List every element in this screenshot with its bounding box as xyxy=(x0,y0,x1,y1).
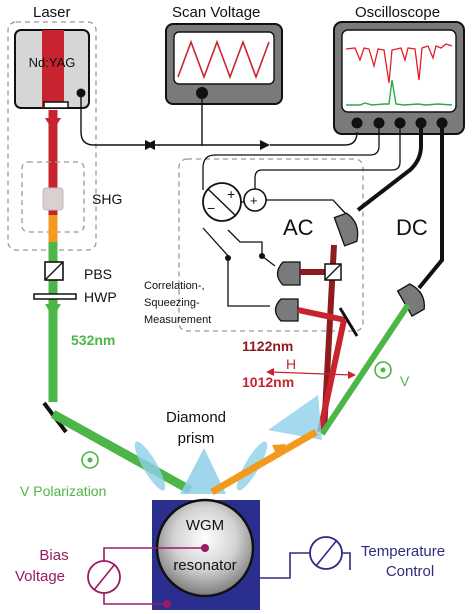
temperature-cable-2 xyxy=(342,552,351,570)
ac-switch-lines xyxy=(202,227,276,307)
diamond-prism xyxy=(180,448,226,494)
ac-cable-to-detector xyxy=(266,199,347,215)
switch-contact-1 xyxy=(225,255,231,261)
beam-arrow-532 xyxy=(45,304,61,318)
bias-cable-bottom xyxy=(103,593,165,605)
h-pol-label: H xyxy=(286,356,296,372)
lens-left xyxy=(134,441,166,491)
bias-label-2: Voltage xyxy=(15,568,65,585)
osc-port-5 xyxy=(436,117,448,129)
detector-ac-mid xyxy=(276,261,301,286)
bias-cable-top xyxy=(103,547,205,561)
beam-orange-arrow xyxy=(272,444,286,458)
osc-port-1 xyxy=(351,117,363,129)
temperature-arrow xyxy=(315,539,338,567)
scan-cable xyxy=(201,99,260,146)
pbs-label: PBS xyxy=(84,266,112,282)
h-pol-arrow-left xyxy=(266,368,274,376)
switch-contact-2 xyxy=(259,253,265,259)
scan-voltage-screen xyxy=(173,31,275,85)
beam-idler-to-low xyxy=(297,307,346,323)
v-pol-dot xyxy=(380,367,386,373)
osc-cable-2 xyxy=(202,128,380,190)
v-pol-symbol xyxy=(374,361,392,379)
diamond-label-2: prism xyxy=(178,430,215,447)
laser-rod xyxy=(42,30,64,108)
scan-cable-arrow-left xyxy=(145,140,155,150)
laser-output-coupler xyxy=(43,101,69,109)
ndyag-label: Nd:YAG xyxy=(29,55,76,70)
wgm-label-2: resonator xyxy=(173,557,236,574)
wavelength-1122-label: 1122nm xyxy=(242,338,293,354)
beam-532-diagonal xyxy=(50,410,193,494)
hwp-plate xyxy=(33,293,77,300)
beam-orange-out xyxy=(210,428,318,496)
osc-cable-3 xyxy=(254,128,401,192)
v-polarization-label: V Polarization xyxy=(20,483,106,499)
beam-idler-diagonal xyxy=(317,319,347,433)
h-pol-arrow-line xyxy=(269,371,353,376)
dc-label: DC xyxy=(396,215,428,240)
oscilloscope-label: Oscilloscope xyxy=(355,4,440,21)
v-pol-dot-input xyxy=(87,457,93,463)
laser-label: Laser xyxy=(33,4,71,21)
hwp-label: HWP xyxy=(84,289,117,305)
beam-arrow-1064 xyxy=(45,118,61,131)
scan-voltage-waveform xyxy=(177,39,270,80)
bias-ground-contact xyxy=(163,600,171,608)
scan-voltage-port xyxy=(196,87,208,99)
temperature-cable xyxy=(260,552,310,579)
difference-node-plus: + xyxy=(227,186,235,202)
oscilloscope-trace-red xyxy=(345,43,453,84)
measurement-label-1: Correlation-, xyxy=(144,280,205,292)
measurement-label-3: Measurement xyxy=(144,314,211,326)
wavelength-1012-label: 1012nm xyxy=(242,374,294,390)
detector-dc xyxy=(396,283,425,318)
osc-port-4 xyxy=(415,117,427,129)
wgm-label-1: WGM xyxy=(186,517,224,534)
ac-pbs-diagonal xyxy=(324,263,342,281)
measurement-label-2: Squeezing- xyxy=(144,297,200,309)
ac-enclosure xyxy=(178,158,364,332)
sum-node-plus: + xyxy=(250,193,258,208)
v-pol-label: V xyxy=(400,373,410,389)
ac-label: AC xyxy=(283,215,314,240)
wavelength-532-label: 532nm xyxy=(71,332,115,348)
diamond-label-1: Diamond xyxy=(166,409,226,426)
difference-node-slash xyxy=(207,188,237,217)
detector-ac-top xyxy=(333,212,359,247)
v-pol-symbol-input xyxy=(81,451,99,469)
scan-voltage-label: Scan Voltage xyxy=(172,4,260,21)
shg-crystal xyxy=(42,187,64,211)
scan-cable-arrow-right xyxy=(260,140,270,150)
dichroic-mirror xyxy=(338,307,359,337)
osc-port-3 xyxy=(394,117,406,129)
shg-label: SHG xyxy=(92,191,122,207)
laser-cable xyxy=(80,93,145,146)
osc-port-2 xyxy=(373,117,385,129)
oscilloscope-trace-green xyxy=(346,79,453,106)
osc-cable-dc-thick-2 xyxy=(417,128,444,290)
temperature-label-1: Temperature xyxy=(361,543,445,560)
osc-cable-dc-thick-1 xyxy=(356,128,423,212)
temperature-label-2: Control xyxy=(386,563,434,580)
beam-532-return xyxy=(319,303,411,436)
bias-label-1: Bias xyxy=(39,547,68,564)
pbs-diagonal xyxy=(44,261,64,281)
detector-ac-low xyxy=(274,298,299,322)
bias-voltage-arrow xyxy=(93,563,116,591)
osc-trigger-cable xyxy=(270,131,358,146)
h-pol-arrow-right xyxy=(348,371,356,379)
oscilloscope-screen xyxy=(341,29,457,113)
difference-node-minus: − xyxy=(207,200,215,216)
output-prism xyxy=(268,395,322,440)
